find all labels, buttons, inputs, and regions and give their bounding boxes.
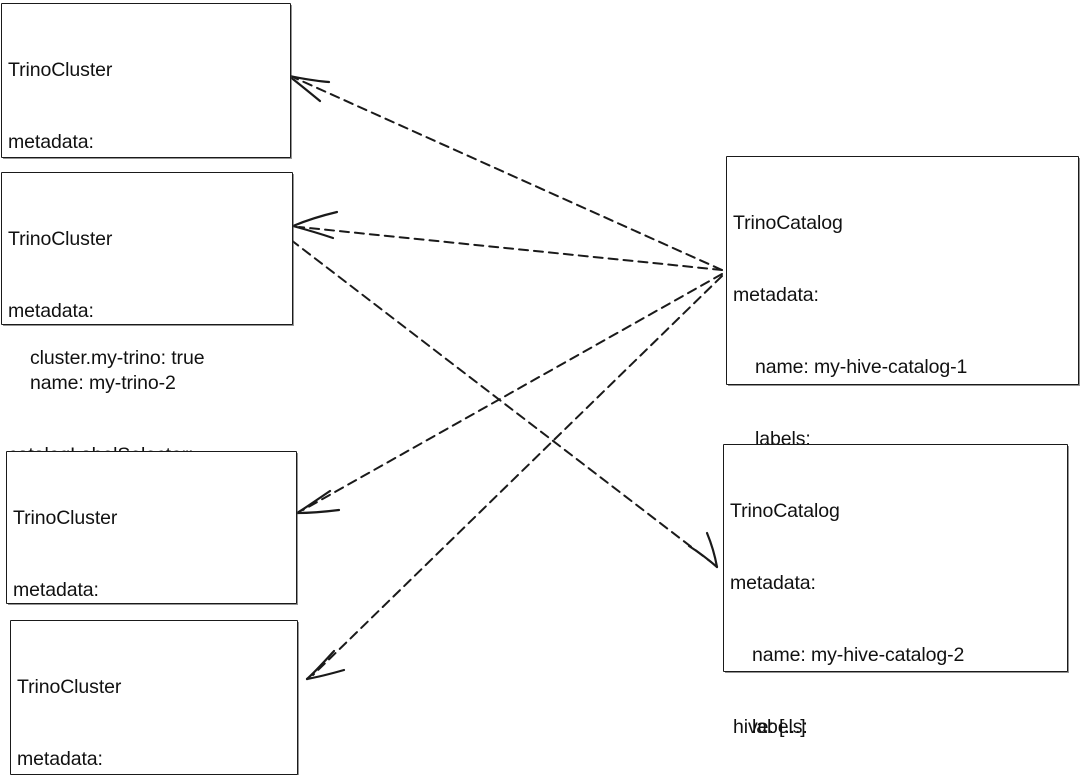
node-line: name: my-trino-2 bbox=[30, 372, 176, 394]
node-line: TrinoCluster bbox=[13, 507, 118, 529]
node-body: TrinoCatalog metadata: name: my-hive-cat… bbox=[724, 445, 1067, 775]
edge-catalog1-to-my-trino-green bbox=[305, 275, 723, 681]
node-line: name: my-hive-catalog-1 bbox=[755, 356, 968, 378]
node-line: metadata: bbox=[17, 748, 103, 770]
node-line: TrinoCluster bbox=[8, 228, 113, 250]
node-line: TrinoCluster bbox=[8, 59, 113, 81]
edge-catalog1-to-my-trino-2 bbox=[291, 210, 723, 271]
node-body: TrinoCluster metadata: name: my-trino-gr… bbox=[11, 621, 297, 775]
node-cluster-my-trino-2[interactable]: TrinoCluster metadata: name: my-trino-2 … bbox=[1, 172, 293, 538]
edge-catalog1-to-my-trino bbox=[287, 74, 723, 271]
edge-catalog1-to-my-trino-blue bbox=[295, 273, 723, 515]
node-line: labels: bbox=[752, 716, 808, 738]
node-line: TrinoCluster bbox=[17, 676, 122, 698]
node-line: TrinoCatalog bbox=[730, 500, 840, 522]
node-line: metadata: bbox=[13, 579, 99, 601]
node-line: cluster.my-trino: true bbox=[30, 347, 205, 369]
node-line: metadata: bbox=[8, 131, 94, 153]
node-catalog-my-hive-catalog-2[interactable]: TrinoCatalog metadata: name: my-hive-cat… bbox=[723, 444, 1068, 738]
node-line: metadata: bbox=[730, 572, 816, 594]
node-line: TrinoCatalog bbox=[733, 212, 843, 234]
node-line: name: my-hive-catalog-2 bbox=[752, 644, 965, 666]
node-line: hive: [...] bbox=[733, 716, 806, 738]
node-cluster-my-trino-green[interactable]: TrinoCluster metadata: name: my-trino-gr… bbox=[10, 620, 298, 775]
node-cluster-my-trino[interactable]: TrinoCluster metadata: name: my-trino ca… bbox=[1, 3, 291, 369]
node-catalog-my-hive-catalog-1[interactable]: TrinoCatalog metadata: name: my-hive-cat… bbox=[726, 156, 1079, 738]
node-line: metadata: bbox=[733, 284, 819, 306]
node-cluster-my-trino-blue[interactable]: TrinoCluster metadata: name: my-trino-bl… bbox=[6, 451, 297, 745]
node-line: metadata: bbox=[8, 300, 94, 322]
edge-my-trino-2-to-catalog2 bbox=[290, 239, 719, 569]
